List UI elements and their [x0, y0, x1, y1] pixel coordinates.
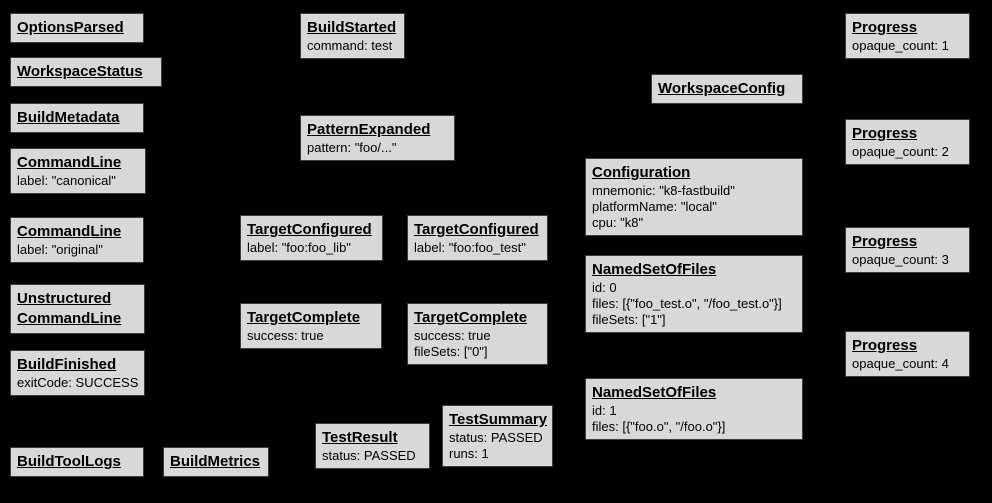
node-title: OptionsParsed: [17, 19, 124, 36]
node-field: opaque_count: 3: [852, 252, 949, 267]
node-title: TargetConfigured: [414, 221, 539, 238]
node-workspace-status: WorkspaceStatus: [10, 57, 162, 87]
node-target-configured-foo-lib: TargetConfigured label: "foo:foo_lib": [240, 215, 383, 261]
node-title: BuildMetrics: [170, 453, 261, 470]
node-title: Progress: [852, 337, 918, 354]
node-title: TestSummary: [449, 411, 548, 428]
node-command-line-original: CommandLine label: "original": [10, 217, 144, 263]
node-progress-4: Progress opaque_count: 4: [845, 331, 970, 377]
node-build-finished: BuildFinished exitCode: SUCCESS: [10, 350, 145, 396]
node-field: label: "foo:foo_lib": [247, 240, 351, 255]
node-title: WorkspaceConfig: [658, 80, 786, 97]
node-title: Progress: [852, 233, 918, 250]
node-field: id: 1: [592, 403, 617, 418]
node-title: NamedSetOfFiles: [592, 261, 717, 278]
node-progress-1: Progress opaque_count: 1: [845, 13, 970, 59]
node-configuration: Configuration mnemonic: "k8-fastbuild" p…: [585, 158, 803, 236]
node-title: TargetConfigured: [247, 221, 372, 238]
node-field: pattern: "foo/...": [307, 140, 397, 155]
node-progress-3: Progress opaque_count: 3: [845, 227, 970, 273]
node-field: fileSets: ["0"]: [414, 344, 488, 359]
node-title: Configuration: [592, 164, 691, 181]
node-field: success: true: [414, 328, 491, 343]
node-title: TargetComplete: [247, 309, 361, 326]
node-title: TestResult: [322, 429, 398, 446]
node-field: cpu: "k8": [592, 215, 644, 230]
node-title: WorkspaceStatus: [17, 63, 143, 80]
node-options-parsed: OptionsParsed: [10, 13, 144, 43]
node-title: PatternExpanded: [307, 121, 431, 138]
node-field: status: PASSED: [449, 430, 543, 445]
node-title: NamedSetOfFiles: [592, 384, 717, 401]
node-title: BuildMetadata: [17, 109, 120, 126]
node-field: label: "foo:foo_test": [414, 240, 526, 255]
node-target-configured-foo-test: TargetConfigured label: "foo:foo_test": [407, 215, 548, 261]
node-field: opaque_count: 2: [852, 144, 949, 159]
node-title: CommandLine: [17, 154, 122, 171]
node-field: platformName: "local": [592, 199, 717, 214]
node-progress-2: Progress opaque_count: 2: [845, 119, 970, 165]
node-title: BuildStarted: [307, 19, 397, 36]
node-field: label: "canonical": [17, 173, 116, 188]
node-build-started: BuildStarted command: test: [300, 13, 405, 59]
node-build-metrics: BuildMetrics: [163, 447, 269, 477]
node-field: files: [{"foo_test.o", "/foo_test.o"}]: [592, 296, 782, 311]
node-build-tool-logs: BuildToolLogs: [10, 447, 144, 477]
node-field: command: test: [307, 38, 393, 53]
node-pattern-expanded: PatternExpanded pattern: "foo/...": [300, 115, 455, 161]
node-field: success: true: [247, 328, 324, 343]
node-title: TargetComplete: [414, 309, 528, 326]
node-field: label: "original": [17, 242, 103, 257]
node-target-complete-foo-test: TargetComplete success: true fileSets: […: [407, 303, 548, 365]
node-field: exitCode: SUCCESS: [17, 375, 139, 390]
node-field: mnemonic: "k8-fastbuild": [592, 183, 735, 198]
node-named-set-of-files-1: NamedSetOfFiles id: 1 files: [{"foo.o", …: [585, 378, 803, 440]
node-field: files: [{"foo.o", "/foo.o"}]: [592, 419, 726, 434]
node-unstructured-command-line: Unstructured CommandLine: [10, 284, 145, 334]
node-field: status: PASSED: [322, 448, 416, 463]
node-field: runs: 1: [449, 446, 489, 461]
node-workspace-config: WorkspaceConfig: [651, 74, 803, 104]
node-title: BuildFinished: [17, 356, 117, 373]
node-title: CommandLine: [17, 310, 122, 327]
node-field: opaque_count: 4: [852, 356, 949, 371]
node-title: CommandLine: [17, 223, 122, 240]
node-test-result: TestResult status: PASSED: [315, 423, 430, 469]
node-title: Progress: [852, 125, 918, 142]
node-field: opaque_count: 1: [852, 38, 949, 53]
node-test-summary: TestSummary status: PASSED runs: 1: [442, 405, 553, 467]
node-command-line-canonical: CommandLine label: "canonical": [10, 148, 146, 194]
node-named-set-of-files-0: NamedSetOfFiles id: 0 files: [{"foo_test…: [585, 255, 803, 333]
node-title: Unstructured: [17, 290, 112, 307]
node-build-metadata: BuildMetadata: [10, 103, 144, 133]
node-target-complete-foo-lib: TargetComplete success: true: [240, 303, 382, 349]
node-field: id: 0: [592, 280, 617, 295]
node-title: Progress: [852, 19, 918, 36]
node-title: BuildToolLogs: [17, 453, 121, 470]
node-field: fileSets: ["1"]: [592, 312, 666, 327]
